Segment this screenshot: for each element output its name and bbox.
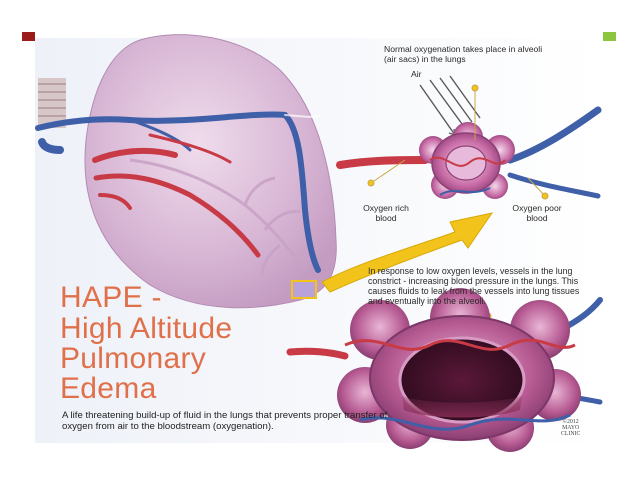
- title-line-3: Pulmonary: [60, 342, 207, 375]
- left-slide-marker: [22, 32, 35, 41]
- title-line-4: Edema: [60, 372, 157, 405]
- pulmonary-veins: [92, 133, 261, 258]
- title-line-1: HAPE -: [60, 281, 162, 314]
- pulmonary-artery: [35, 111, 321, 273]
- upper-vessels: [336, 106, 602, 199]
- lung: [84, 34, 337, 309]
- normal-oxygenation-label: Normal oxygenation takes place in alveol…: [384, 44, 543, 64]
- alveolus-edema: [337, 288, 581, 452]
- copyright-line: MAYO: [562, 425, 580, 432]
- bronchial-tree: [129, 158, 319, 276]
- title-line-2: High Altitude: [60, 312, 233, 345]
- right-slide-marker: [603, 32, 616, 41]
- zoom-region-box: [291, 280, 317, 299]
- air-label: Air: [411, 69, 422, 79]
- copyright: ©2012 MAYO CLINIC: [561, 419, 580, 437]
- copyright-line: ©2012: [562, 419, 579, 425]
- oxygen-rich-label: Oxygen rich blood: [363, 203, 409, 223]
- vasoconstriction-label: In response to low oxygen levels, vessel…: [368, 266, 580, 307]
- zoom-arrow: [321, 212, 494, 293]
- trachea: [38, 78, 66, 128]
- description-text: A life threatening build-up of fluid in …: [62, 410, 388, 433]
- oxygen-poor-label: Oxygen poor blood: [512, 203, 562, 223]
- copyright-line: CLINIC: [561, 431, 581, 438]
